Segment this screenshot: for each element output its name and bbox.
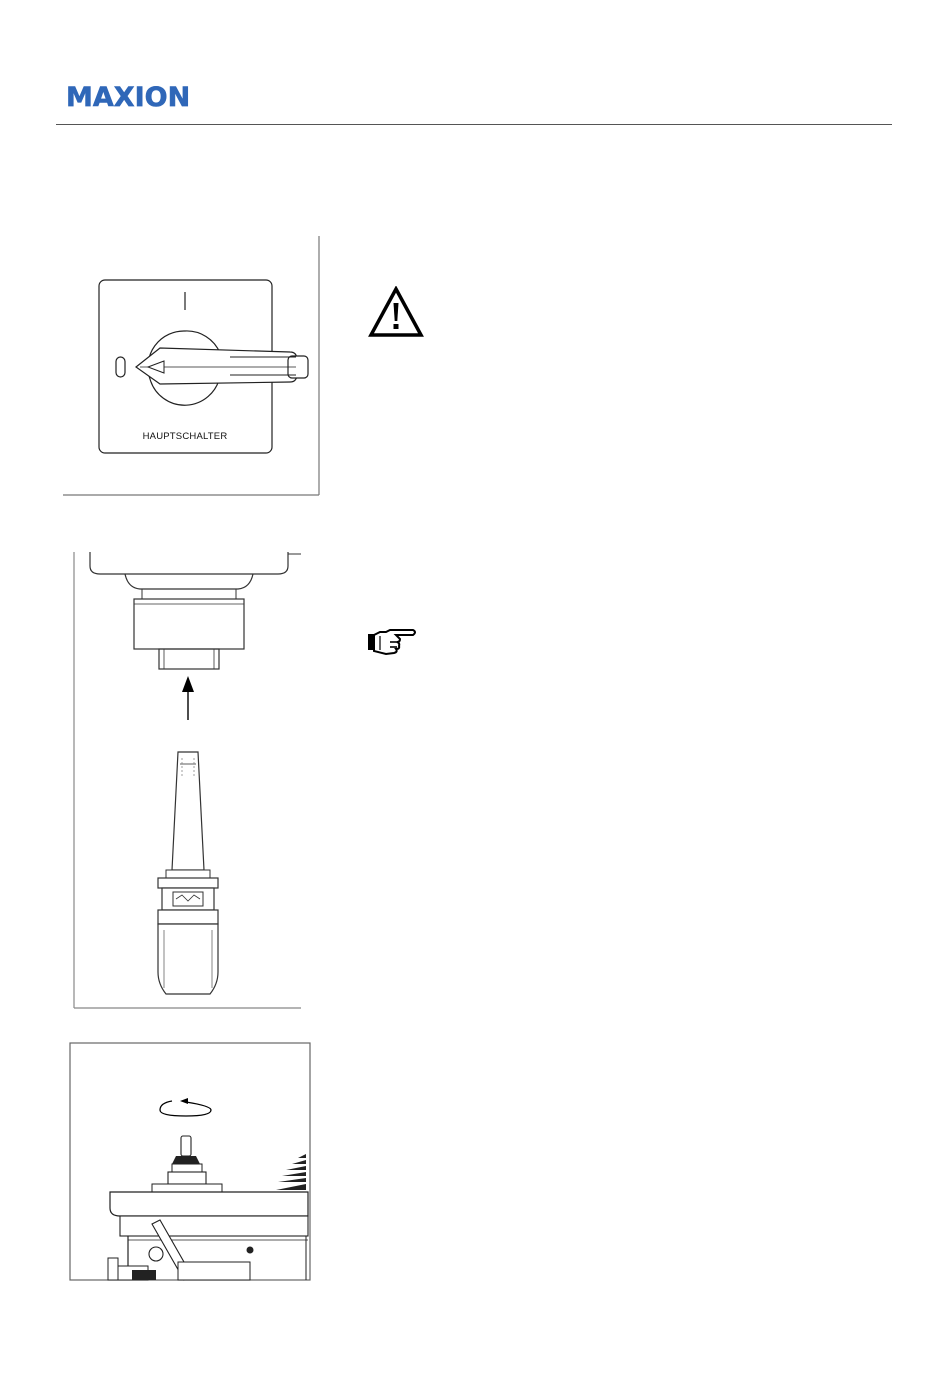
figure-spindle-rotation (68, 1040, 314, 1284)
pointing-hand-icon (366, 626, 418, 658)
figure-chuck-mounting (70, 552, 306, 1012)
brand-logo: MAXION (66, 80, 190, 116)
switch-label: HAUPTSCHALTER (143, 431, 228, 442)
figure-main-switch: HAUPTSCHALTER (60, 236, 322, 498)
header-divider (56, 124, 892, 125)
warning-triangle-icon (368, 286, 424, 338)
